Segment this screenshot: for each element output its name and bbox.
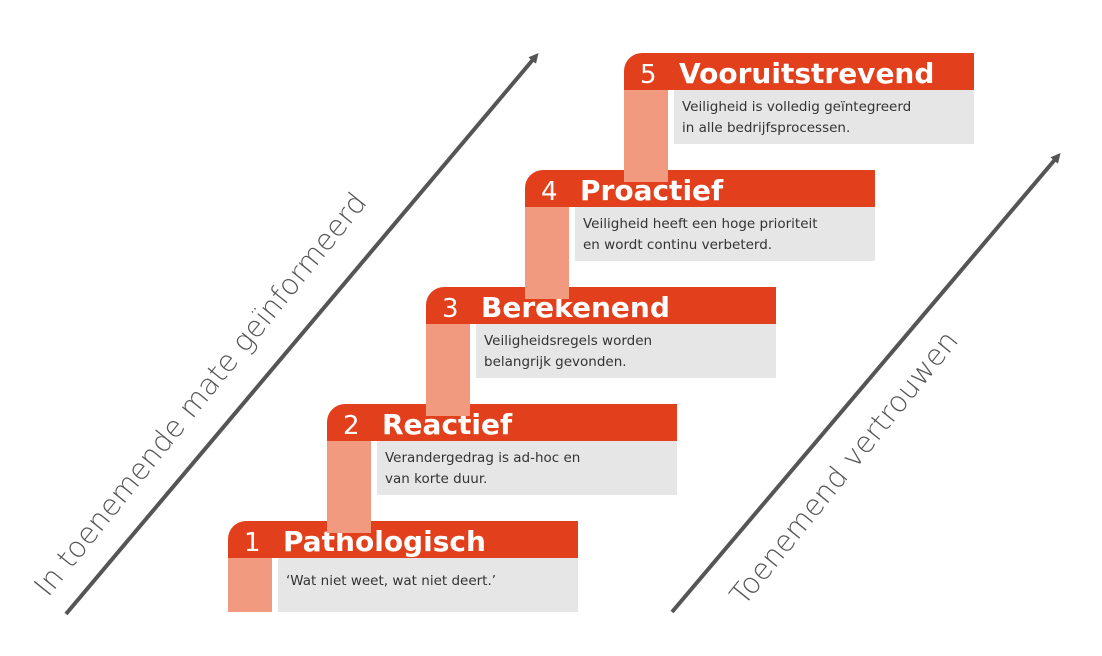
- step-description-line: van korte duur.: [385, 471, 487, 487]
- step-number: 4: [541, 177, 558, 207]
- step-number: 2: [343, 411, 360, 441]
- step-description-box: [278, 558, 578, 612]
- step-header-bar: [228, 521, 578, 558]
- step-description-line: en wordt continu verbeterd.: [583, 237, 772, 253]
- left-trend-arrow: [64, 52, 539, 616]
- step-header-bar: [624, 53, 974, 90]
- step-description-line: ‘Wat niet weet, wat niet deert.’: [286, 573, 496, 589]
- step-connector: [426, 320, 470, 416]
- step-description-line: Verandergedrag is ad-hoc en: [385, 450, 580, 466]
- step-description-box: [674, 90, 974, 144]
- step-description-box: [377, 441, 677, 495]
- step-connector: [525, 203, 569, 299]
- step-description-box: [575, 207, 875, 261]
- right-trend-arrow: [670, 152, 1061, 614]
- step-header-bar: [426, 287, 776, 324]
- step-connector: [624, 86, 668, 182]
- step-number: 1: [244, 528, 261, 558]
- step-header-bar: [327, 404, 677, 441]
- step-description-line: Veiligheid heeft een hoge prioriteit: [583, 216, 818, 232]
- step-description-line: in alle bedrijfsprocessen.: [682, 120, 850, 136]
- step-description-line: belangrijk gevonden.: [484, 354, 627, 370]
- step-connector: [327, 437, 371, 533]
- step-header-bar: [525, 170, 875, 207]
- step-connector: [228, 554, 272, 612]
- step-description-line: Veiligheidsregels worden: [484, 333, 652, 349]
- steps-group: 1 Pathologisch ‘Wat niet weet, wat niet de…: [228, 53, 974, 612]
- step-number: 3: [442, 294, 459, 324]
- step-title: Vooruitstrevend: [679, 57, 934, 90]
- step-title: Pathologisch: [283, 525, 486, 558]
- step-number: 5: [640, 60, 657, 90]
- step-description-line: Veiligheid is volledig geïntegreerd: [682, 99, 911, 115]
- step-title: Berekenend: [481, 291, 670, 324]
- step-1: 1 Pathologisch ‘Wat niet weet, wat niet de…: [228, 521, 578, 612]
- step-description-box: [476, 324, 776, 378]
